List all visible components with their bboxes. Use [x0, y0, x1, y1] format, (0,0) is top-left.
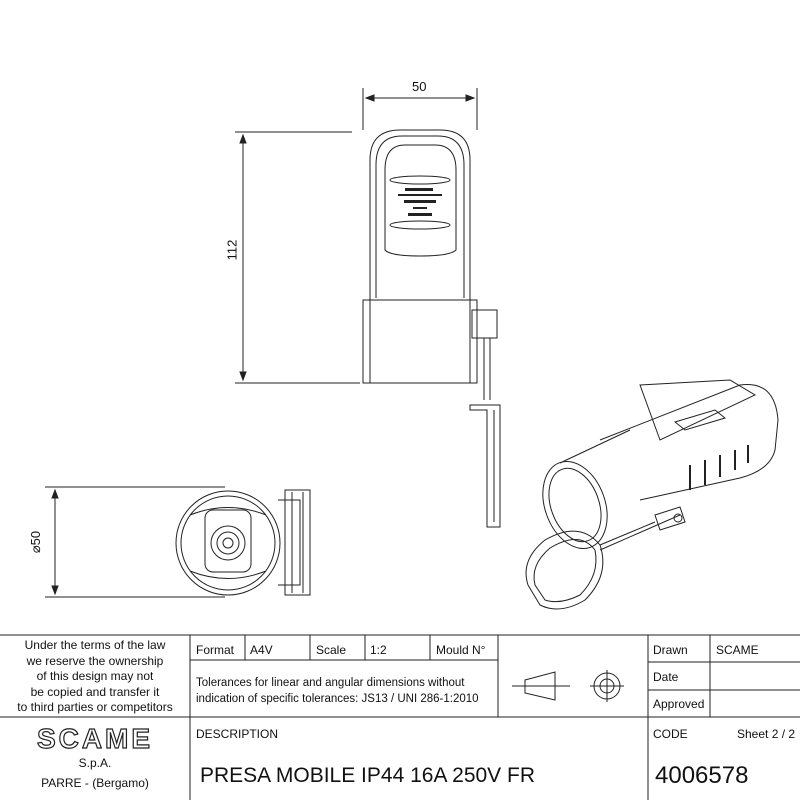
- description-label: DESCRIPTION: [196, 727, 279, 741]
- dimension-diameter: ⌀50: [28, 530, 44, 554]
- flap-strap: [471, 309, 498, 400]
- scale-value: 1:2: [370, 643, 387, 657]
- date-label: Date: [653, 670, 679, 684]
- sleeve: [362, 299, 478, 384]
- dimension-width: 50: [412, 79, 427, 94]
- mould-label: Mould N°: [436, 643, 486, 657]
- flap-lid: [469, 404, 501, 528]
- dimension-height: 112: [224, 239, 240, 261]
- side-view: [45, 486, 311, 598]
- projection-symbol: [512, 670, 624, 702]
- approved-label: Approved: [653, 697, 705, 711]
- tolerances-note: Tolerances for linear and angular dimens…: [196, 677, 479, 705]
- isometric-view: [525, 379, 779, 610]
- drawn-value: SCAME: [716, 643, 759, 657]
- company-suffix: S.p.A.: [78, 756, 112, 770]
- sheet-number: Sheet 2 / 2: [737, 727, 796, 741]
- format-label: Format: [196, 643, 235, 657]
- title-block-grid: SCAME: [0, 634, 800, 800]
- scame-logo: SCAME: [37, 723, 153, 754]
- code-value: 4006578: [655, 762, 749, 789]
- company-location: PARRE - (Bergamo): [41, 776, 149, 790]
- description-value: PRESA MOBILE IP44 16A 250V FR: [200, 764, 536, 787]
- front-view: [235, 88, 501, 528]
- format-value: A4V: [250, 643, 273, 657]
- code-label: CODE: [653, 727, 688, 741]
- drawn-label: Drawn: [653, 643, 688, 657]
- scale-label: Scale: [316, 643, 347, 657]
- plug-cap-outline: [369, 129, 471, 300]
- diameter-symbol: ⌀: [28, 545, 44, 554]
- label-text-marks: [398, 188, 442, 216]
